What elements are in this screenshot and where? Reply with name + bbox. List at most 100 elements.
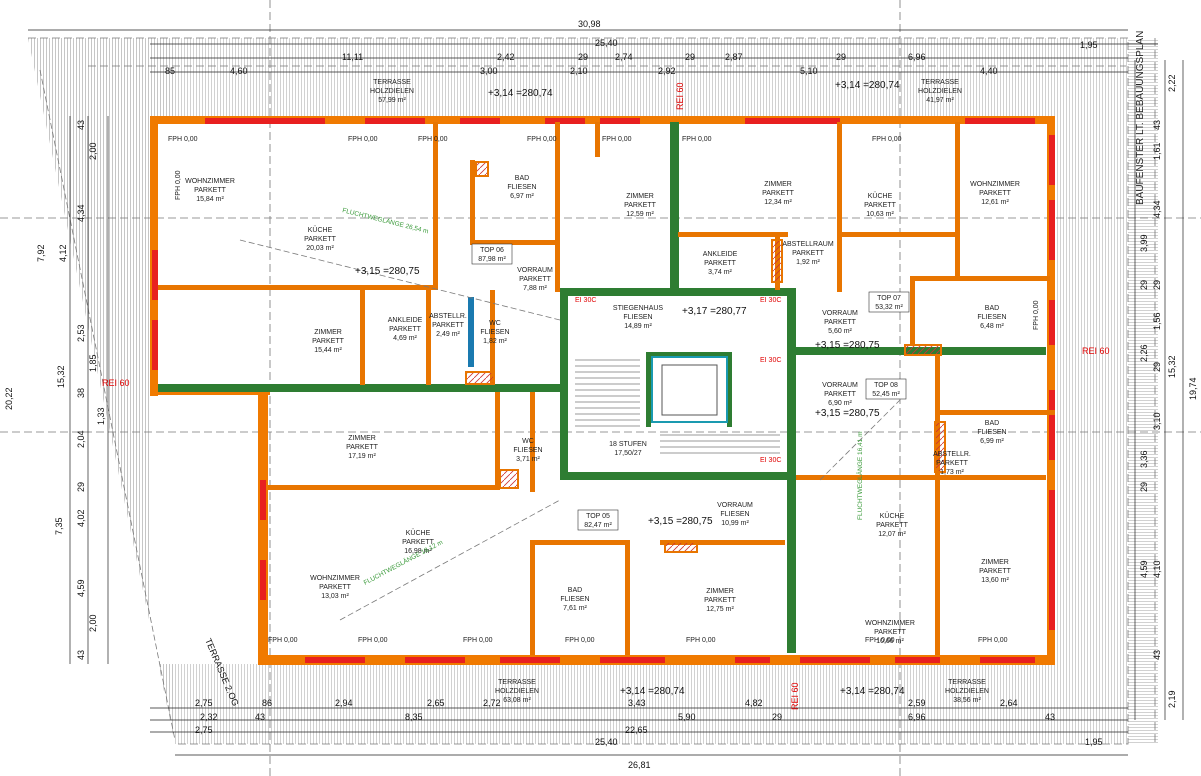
dim-left-c-5: 29 — [76, 482, 86, 492]
escape-routes — [39, 69, 901, 741]
room-0-area: 15,84 m² — [196, 196, 224, 203]
dim-right-a-5: 19,74 — [1188, 377, 1198, 400]
dim-top-r3-7: 6,96 — [908, 52, 926, 62]
level-8: +3,14 =280,74 — [840, 686, 905, 697]
room-12-area: 2,49 m² — [436, 331, 460, 338]
room-8-name: ANKLEIDE — [703, 251, 738, 258]
terrace-1-name: TERRASSE — [921, 79, 959, 86]
wc-shaft — [468, 297, 474, 367]
dim-top-overall: 30,98 — [578, 19, 601, 29]
fph-9: FPH 0,00 — [463, 637, 493, 644]
dim-left-c-0: 43 — [76, 120, 86, 130]
room-13-area: 1,82 m² — [483, 338, 507, 345]
room-29-area: 13,60 m² — [981, 577, 1009, 584]
room-12-floor: PARKETT — [432, 322, 464, 329]
elevator-shaft — [651, 356, 728, 423]
room-22-name: KÜCHE — [406, 529, 431, 537]
room-9-name: ABSTELLRAUM — [782, 241, 834, 248]
room-12-name: ABSTELLR. — [429, 313, 467, 320]
room-29-name: ZIMMER — [981, 559, 1009, 566]
fph-7: FPH 0,00 — [268, 637, 298, 644]
fph-5: FPH 0,00 — [682, 136, 712, 143]
unit-2-area: 52,45 m² — [872, 391, 900, 398]
fph-1: FPH 0,00 — [348, 136, 378, 143]
stairs-label: 18 STUFEN — [609, 441, 647, 448]
room-24-area: 12,07 m² — [878, 531, 906, 538]
room-0-floor: PARKETT — [194, 187, 226, 194]
room-23-area: 10,99 m² — [721, 520, 749, 527]
unit-0-area: 87,98 m² — [478, 256, 506, 263]
room-6-floor: PARKETT — [979, 190, 1011, 197]
unit-tags: TOP 06 87,98 m² TOP 07 53,32 m² TOP 08 5… — [471, 243, 910, 531]
level-1: +3,14 =280,74 — [835, 80, 900, 91]
unit-3-top: TOP 05 — [586, 513, 610, 520]
terrace-3-name: TERRASSE — [948, 679, 986, 686]
room-26-floor: FLIESEN — [560, 596, 589, 603]
dim-bot-r1-5: 3,43 — [628, 698, 646, 708]
dim-right-b-0: 43 — [1152, 120, 1162, 130]
fph-11: FPH 0,00 — [686, 637, 716, 644]
room-22-floor: PARKETT — [402, 539, 434, 546]
dim-top-r4-6: 4,40 — [980, 66, 998, 76]
room-28-name: WOHNZIMMER — [865, 620, 915, 627]
dim-bot-r1-4: 2,72 — [483, 698, 501, 708]
room-20-floor: FLIESEN — [977, 429, 1006, 436]
room-18-area: 3,71 m² — [516, 456, 540, 463]
room-2-name: BAD — [515, 175, 529, 182]
room-1-floor: PARKETT — [304, 236, 336, 243]
dim-right-c-1: 4,59 — [1139, 560, 1149, 578]
escape-label-2: FLUCHTWEGLÄNGE 16,41 m — [856, 432, 864, 521]
dim-right-b-2: 4,34 — [1152, 200, 1162, 218]
room-17-area: 17,19 m² — [348, 453, 376, 460]
dim-top-r3-8: 1,95 — [1080, 40, 1098, 50]
fph-14: FPH 0,00 — [175, 170, 182, 200]
dim-bot-r2-7: 43 — [1045, 712, 1055, 722]
unit-2-top: TOP 08 — [874, 382, 898, 389]
fph-labels: FPH 0,00 FPH 0,00 FPH 0,00 FPH 0,00 FPH … — [168, 136, 1040, 644]
room-14-area: 14,89 m² — [624, 323, 652, 330]
dim-bot-r1-0: 2,75 — [195, 698, 213, 708]
room-5-floor: PARKETT — [864, 202, 896, 209]
room-8-floor: PARKETT — [704, 260, 736, 267]
dim-right-a-4: 2,19 — [1167, 690, 1177, 708]
dim-bot-r1-1: 86 — [262, 698, 272, 708]
rei-label-left: REI 60 — [102, 378, 130, 388]
dim-right-b-4: 1,56 — [1152, 312, 1162, 330]
room-1-name: KÜCHE — [308, 226, 333, 234]
rei-label-bottom: REI 60 — [790, 682, 800, 710]
dim-right-b-6: 3,10 — [1152, 412, 1162, 430]
ei-label-2: EI 30C — [760, 357, 781, 364]
ei-label-1: EI 30C — [760, 297, 781, 304]
dim-top-r4-1: 4,60 — [230, 66, 248, 76]
room-5-area: 10,63 m² — [866, 211, 894, 218]
room-15-floor: PARKETT — [824, 319, 856, 326]
dim-bot-r1-8: 2,64 — [1000, 698, 1018, 708]
dim-bot-r2-1: 43 — [255, 712, 265, 722]
dim-left-b-2: 4,59 — [76, 579, 86, 597]
level-0: +3,14 =280,74 — [488, 88, 553, 99]
ei-label-3: EI 30C — [760, 457, 781, 464]
dim-bot-r3-0: 2,75 — [195, 725, 213, 735]
dim-bot-r1-2: 2,94 — [335, 698, 353, 708]
room-24-floor: PARKETT — [876, 522, 908, 529]
dimension-lines — [28, 29, 1184, 756]
room-25-floor: PARKETT — [319, 584, 351, 591]
dim-left-c-1: 2,00 — [88, 142, 98, 160]
fph-10: FPH 0,00 — [565, 637, 595, 644]
room-23-name: VORRAUM — [717, 502, 753, 509]
rei-label-top: REI 60 — [675, 82, 685, 110]
fph-2: FPH 0,00 — [418, 136, 448, 143]
dim-bot-r2-6: 6,96 — [908, 712, 926, 722]
dim-bot-r2-4: 29 — [772, 712, 782, 722]
room-16-name: BAD — [985, 305, 999, 312]
room-26-name: BAD — [568, 587, 582, 594]
dim-right-a-1: 3,99 — [1139, 234, 1149, 252]
level-4: +3,15 =280,75 — [815, 340, 880, 351]
dim-bot-r3-1: 25,40 — [595, 737, 618, 747]
fph-4: FPH 0,00 — [602, 136, 632, 143]
room-27-floor: PARKETT — [704, 597, 736, 604]
dim-bot-overall: 26,81 — [628, 760, 651, 770]
room-2-area: 6,97 m² — [510, 193, 534, 200]
room-15-area: 5,60 m² — [828, 328, 852, 335]
room-7-area: 7,88 m² — [523, 285, 547, 292]
